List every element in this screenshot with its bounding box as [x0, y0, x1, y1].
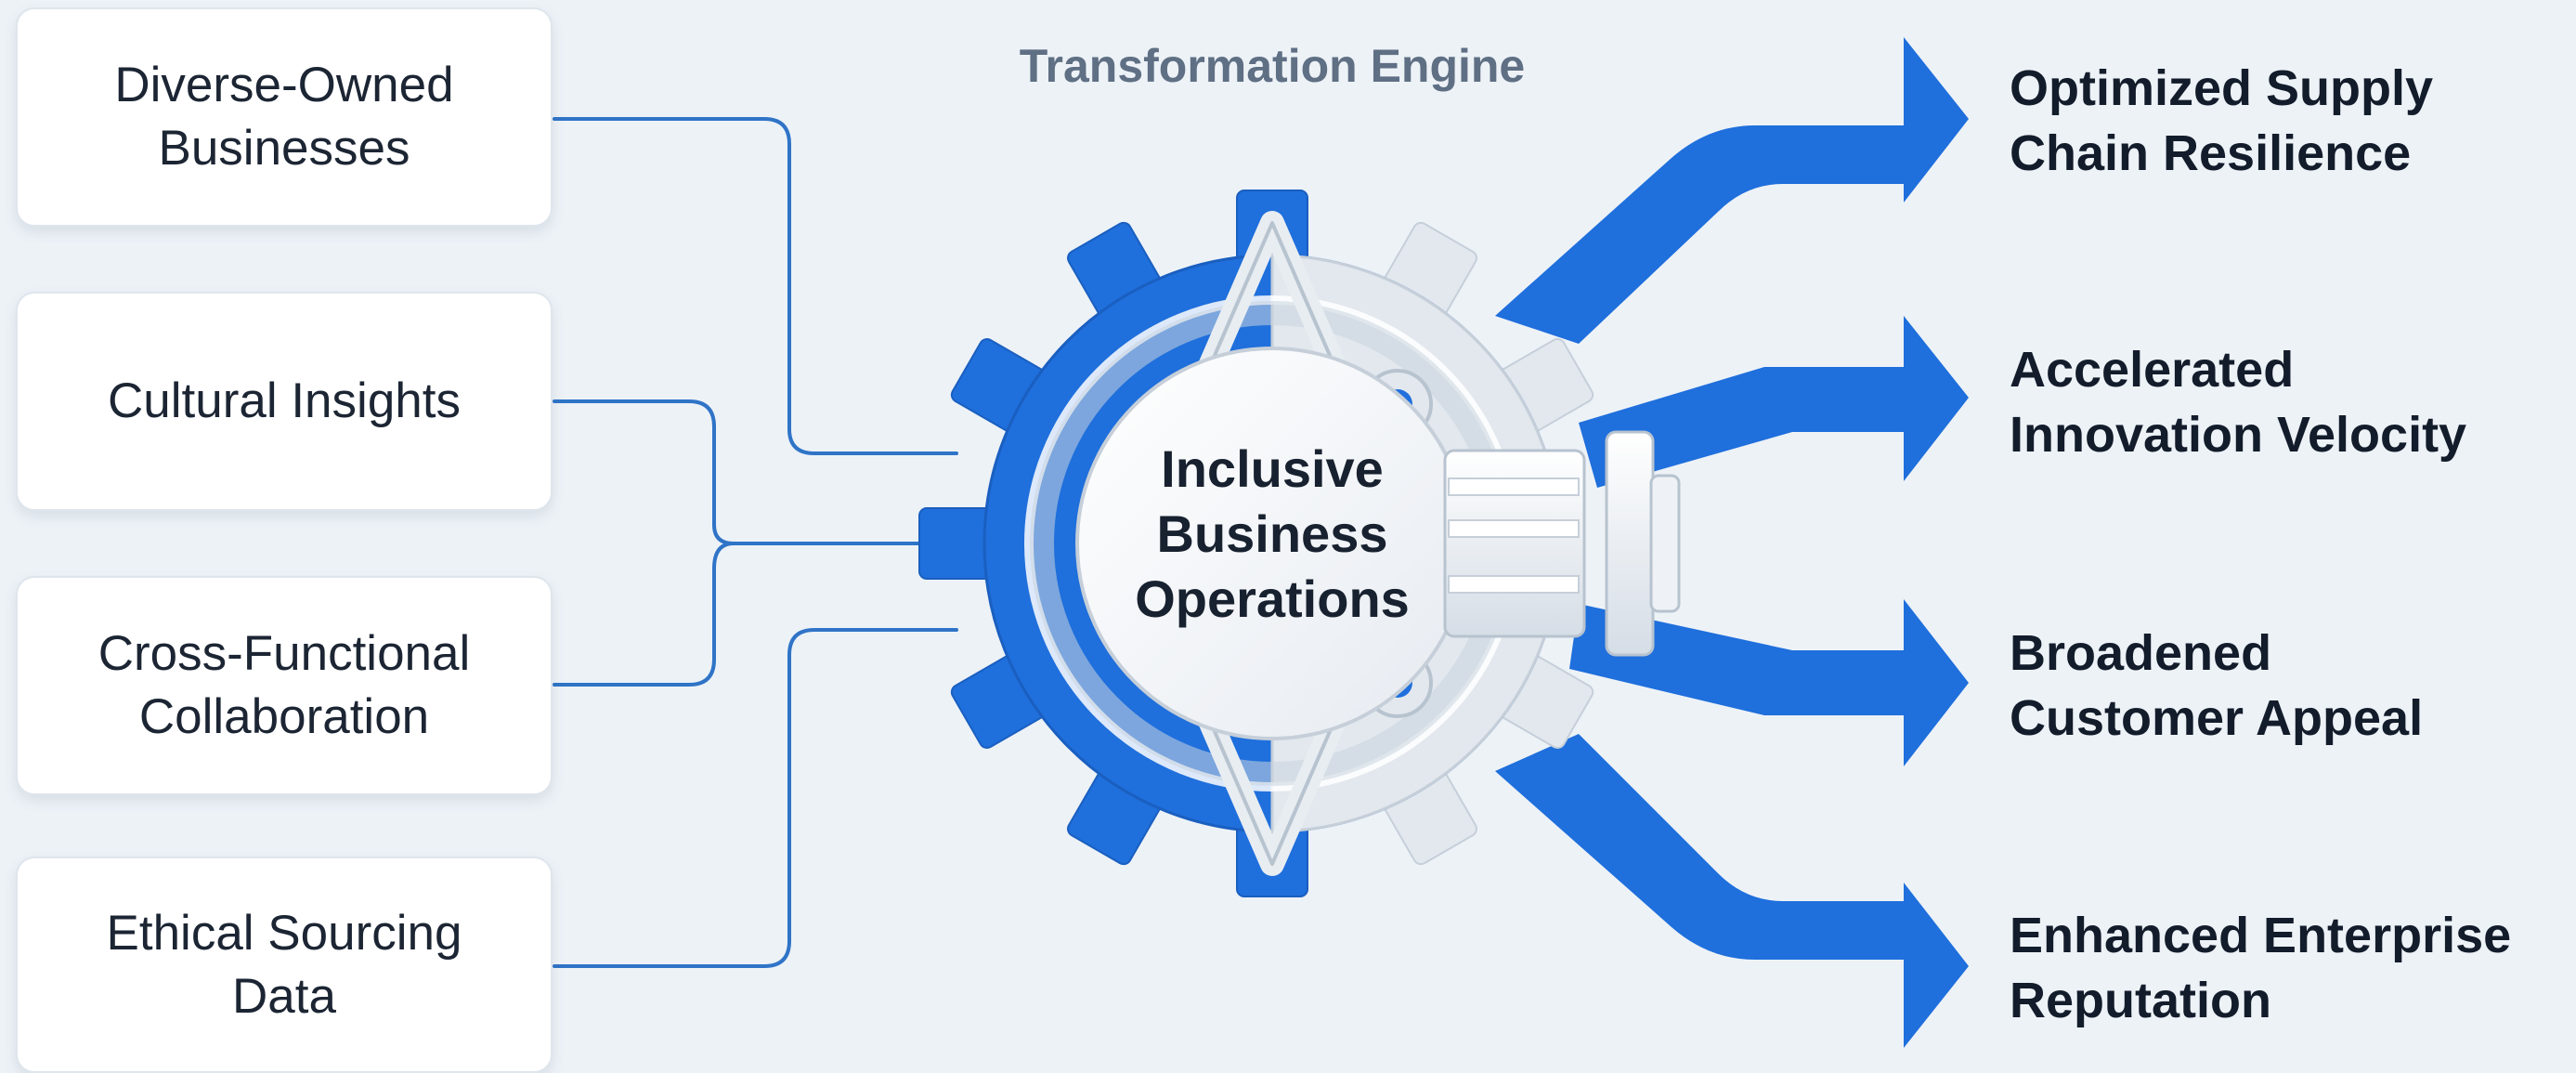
- hub-label: Inclusive Business Operations: [1135, 439, 1410, 628]
- gear-icon: [918, 190, 1594, 897]
- input-box-diverse-owned: Diverse-Owned Businesses: [16, 7, 553, 227]
- outcome-innovation: Accelerated Innovation Velocity: [2010, 342, 2467, 463]
- outcome-customer-appeal: Broadened Customer Appeal: [2010, 625, 2424, 746]
- outcome-reputation: Enhanced Enterprise Reputation: [2010, 908, 2512, 1028]
- arrow-right-icon: [1495, 37, 1969, 344]
- output-arrows: [1495, 37, 1969, 1048]
- outcome-supply-chain: Optimized Supply Chain Resilience: [2010, 60, 2434, 181]
- connector-line: [553, 628, 958, 968]
- input-label: Cross-Functional Collaboration: [98, 626, 471, 744]
- input-box-ethical-sourcing: Ethical Sourcing Data: [16, 857, 553, 1073]
- input-label: Ethical Sourcing Data: [106, 905, 462, 1024]
- diagram-title: Transformation Engine: [1019, 40, 1526, 92]
- arrow-right-icon: [1495, 734, 1969, 1048]
- piston-icon: [1443, 430, 1681, 657]
- arrow-right-icon: [1569, 599, 1969, 766]
- input-label: Diverse-Owned Businesses: [114, 58, 454, 176]
- input-box-cultural-insights: Cultural Insights: [16, 292, 553, 511]
- connector-line: [553, 542, 735, 687]
- input-connectors: [553, 117, 958, 968]
- input-box-cross-functional: Cross-Functional Collaboration: [16, 576, 553, 795]
- arrow-right-icon: [1579, 316, 1969, 488]
- input-label: Cultural Insights: [107, 373, 461, 428]
- connector-line: [553, 117, 958, 455]
- connector-line: [553, 399, 947, 545]
